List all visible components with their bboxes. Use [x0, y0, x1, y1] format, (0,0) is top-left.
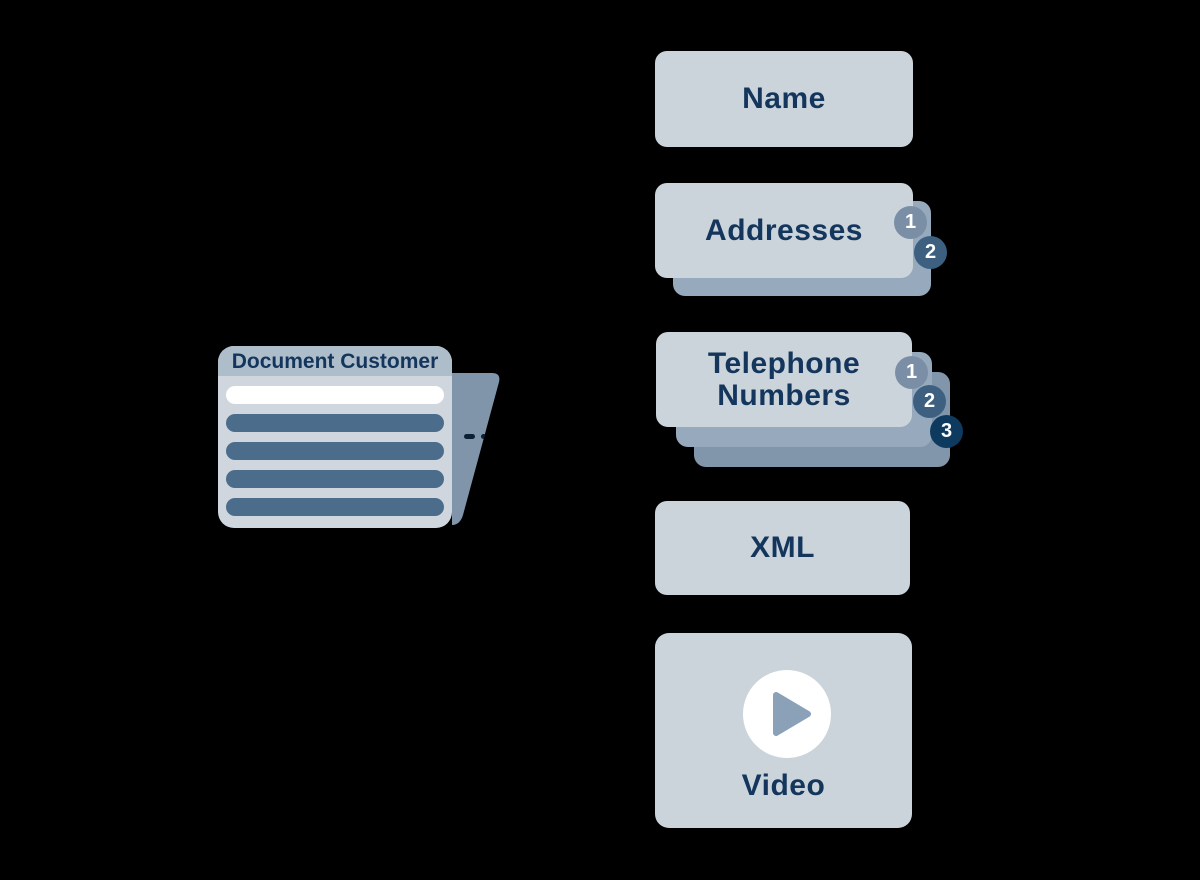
document-row: [226, 442, 444, 460]
document-row: [226, 386, 444, 404]
document-row: [226, 414, 444, 432]
card-xml: XML: [655, 501, 910, 595]
card-telephone-label: Telephone Numbers: [707, 346, 861, 412]
document-customer-card: Document Customer: [218, 346, 452, 528]
count-badge-1: 1: [894, 206, 927, 239]
card-addresses-stack: Addresses 1 2: [655, 183, 947, 296]
document-title: Document Customer: [218, 346, 452, 376]
document-fold-icon: [452, 373, 500, 525]
count-badge-1: 1: [895, 356, 928, 389]
card-telephone-stack: Telephone Numbers 1 2 3: [656, 332, 963, 467]
document-row: [226, 470, 444, 488]
card-name: Name: [655, 51, 913, 147]
card-addresses-label: Addresses: [705, 213, 863, 247]
document-rows: [218, 376, 452, 516]
card-name-label: Name: [742, 82, 826, 115]
play-icon: [773, 692, 811, 736]
document-row: [226, 498, 444, 516]
card-video-label: Video: [741, 769, 826, 802]
play-button[interactable]: [743, 670, 831, 758]
card-xml-label: XML: [750, 531, 815, 564]
count-badge-2: 2: [913, 385, 946, 418]
card-telephone: Telephone Numbers: [656, 332, 912, 427]
card-video: Video: [655, 633, 912, 828]
card-addresses: Addresses: [655, 183, 913, 278]
count-badge-2: 2: [914, 236, 947, 269]
count-badge-3: 3: [930, 415, 963, 448]
